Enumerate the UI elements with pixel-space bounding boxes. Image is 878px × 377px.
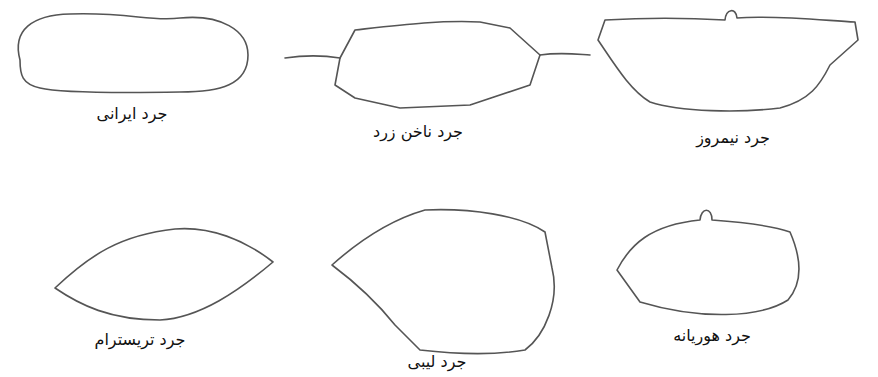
outline-shape xyxy=(598,11,858,111)
outline-shape xyxy=(55,229,273,320)
side-line xyxy=(540,53,590,55)
species-label: جرد هوریانه xyxy=(673,326,751,345)
outline-shape xyxy=(332,210,554,354)
outline-shape xyxy=(617,210,799,314)
side-line xyxy=(285,56,340,58)
species-label: جرد تریسترام xyxy=(95,330,186,349)
species-label: جرد لیبی xyxy=(408,352,467,371)
species-label: جرد ایرانی xyxy=(97,104,168,123)
outline-shape xyxy=(335,22,540,108)
species-label: جرد نیمروز xyxy=(696,128,770,147)
outline-shape xyxy=(18,14,248,93)
species-label: جرد ناخن زرد xyxy=(373,122,463,141)
